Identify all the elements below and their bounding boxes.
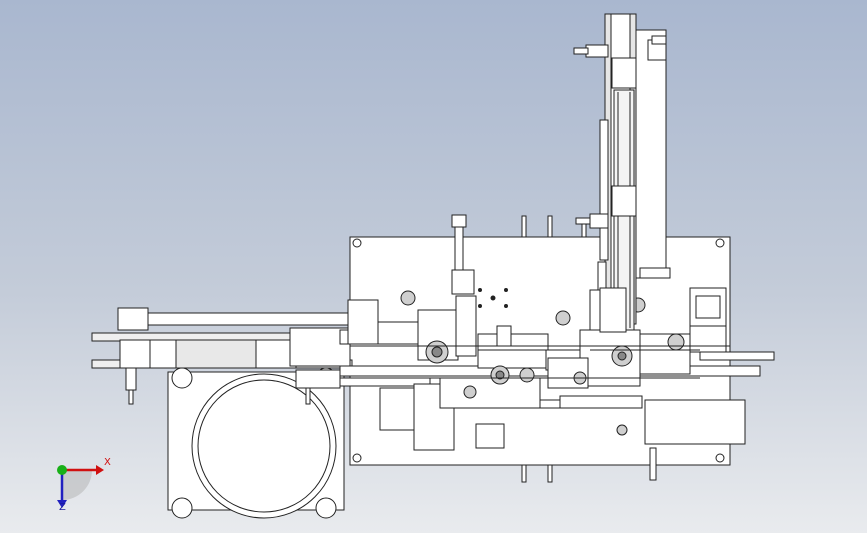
left-arm-beam: [117, 312, 351, 326]
y-axis-dot: [57, 465, 67, 475]
x-axis-label: X: [104, 457, 111, 468]
orientation-triad: [57, 465, 104, 508]
triad-backplane: [62, 470, 92, 500]
right-cylinder-block: [644, 399, 746, 445]
z-axis-label: Z: [59, 502, 66, 513]
